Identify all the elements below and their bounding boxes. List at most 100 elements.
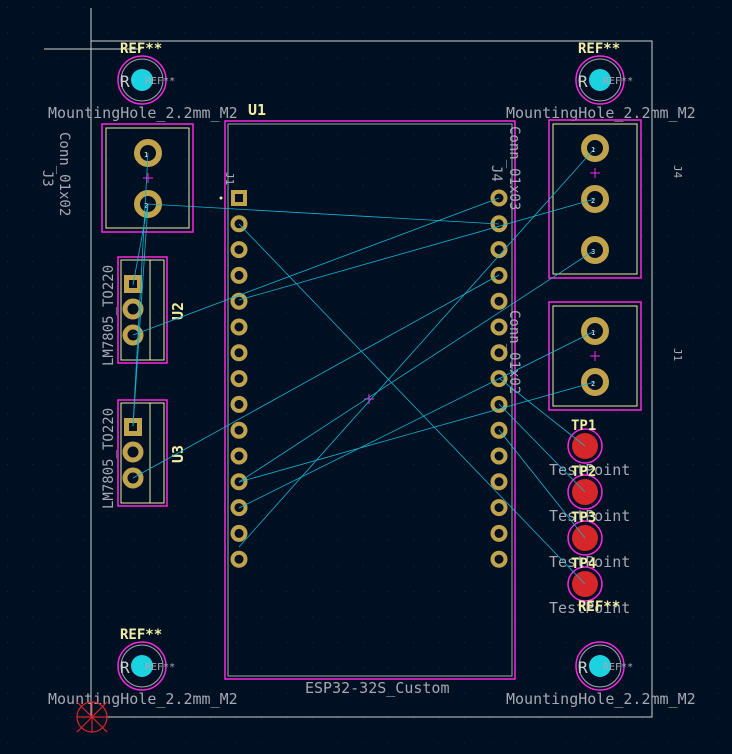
u3-pad-2[interactable] <box>122 441 144 463</box>
j3-pad-1[interactable] <box>134 139 162 167</box>
mounting-hole-ref: REF** <box>120 627 162 643</box>
j3-pad-number: 1 <box>144 151 148 159</box>
ratsnest-line <box>238 198 596 301</box>
u2-value: LM7805_TO220 <box>101 265 117 366</box>
mounting-hole-value: MountingHole_2.2mm_M2 <box>48 690 238 708</box>
j1-connector[interactable]: 1 2 Conn_01x02 J1 <box>506 301 684 411</box>
u1-pad[interactable] <box>230 215 248 233</box>
testpoint-tp3[interactable]: TP3 TestPoint <box>549 510 630 571</box>
mounting-hole-top-left[interactable]: R REF** REF** MountingHole_2.2mm_M2 <box>48 41 238 122</box>
ratsnest-line <box>498 429 586 539</box>
ratsnest-lines <box>132 147 596 585</box>
ratsnest-line <box>238 147 596 548</box>
u1-pad[interactable] <box>490 421 508 439</box>
ratsnest-line <box>498 403 586 493</box>
u1-pad[interactable] <box>490 447 508 465</box>
tp2-ref: TP2 <box>571 464 596 480</box>
u1-pad[interactable] <box>490 473 508 491</box>
u1-pin1-label: J1 <box>223 172 236 185</box>
j1-fab-outline <box>552 305 638 407</box>
u1-pad[interactable] <box>230 344 248 362</box>
mounting-hole-top-right[interactable]: R REF** REF** MountingHole_2.2mm_M2 <box>506 41 696 122</box>
j1-courtyard <box>548 301 642 411</box>
j1-pad-number: 1 <box>591 329 595 337</box>
j1-pad-1[interactable] <box>581 317 609 345</box>
tp4-value: TestPoint <box>549 599 630 617</box>
u1-pad[interactable] <box>490 370 508 388</box>
board-outline <box>90 40 653 718</box>
ratsnest-line <box>132 203 149 427</box>
j4-pad-2[interactable] <box>581 185 609 213</box>
j3-value: Conn_01x02 <box>56 132 72 216</box>
tp3-ref: TP3 <box>571 510 596 526</box>
u1-pad[interactable] <box>230 550 248 568</box>
u1-pad[interactable] <box>230 447 248 465</box>
u1-pad[interactable] <box>490 344 508 362</box>
mounting-hole-value: MountingHole_2.2mm_M2 <box>48 104 238 122</box>
u1-right-pads <box>490 189 508 568</box>
j4-pad-1[interactable] <box>581 134 609 162</box>
u1-pad[interactable] <box>490 550 508 568</box>
ratsnest-line <box>132 274 500 479</box>
testpoint-tp4[interactable]: TP4 TestPoint REF** <box>549 556 630 617</box>
u1-pad[interactable] <box>230 292 248 310</box>
ratsnest-line <box>498 377 586 447</box>
j3-courtyard <box>101 123 194 233</box>
u1-pad[interactable] <box>230 421 248 439</box>
u1-pad[interactable] <box>230 473 248 491</box>
mounting-hole-ref-fab: REF** <box>603 76 633 87</box>
j4-pad-3[interactable] <box>581 236 609 264</box>
j4-value: Conn_01x03 <box>506 126 522 210</box>
u1-pad[interactable] <box>490 266 508 284</box>
u1-pad[interactable] <box>490 395 508 413</box>
u1-value: ESP32-32S_Custom <box>305 679 450 697</box>
mounting-hole-value: MountingHole_2.2mm_M2 <box>506 690 696 708</box>
u1-pad[interactable] <box>490 499 508 517</box>
u2-pad-3[interactable] <box>122 324 144 346</box>
u1-pad[interactable] <box>490 189 508 207</box>
u1-pad-drill <box>235 194 243 202</box>
mounting-hole-pad-label: R <box>578 72 588 91</box>
j3-connector[interactable]: 1 2 Conn_01x02 J3 <box>39 123 194 233</box>
u1-pad[interactable] <box>230 395 248 413</box>
u3-fab-outline <box>120 402 165 504</box>
u1-pad[interactable] <box>230 499 248 517</box>
mounting-hole-ref-fab: REF** <box>603 662 633 673</box>
j3-pad-2[interactable] <box>134 190 162 218</box>
j3-center-cross <box>143 173 153 183</box>
mounting-hole-bottom-left[interactable]: R REF** REF** MountingHole_2.2mm_M2 <box>48 627 238 708</box>
u1-pad[interactable] <box>490 318 508 336</box>
j1-pad-2[interactable] <box>581 368 609 396</box>
u1-pad[interactable] <box>230 318 248 336</box>
mounting-hole-ref: REF** <box>120 41 162 57</box>
drill-origin-marker <box>76 701 108 733</box>
u1-pad[interactable] <box>490 524 508 542</box>
u1-footprint[interactable]: U1 ESP32-32S_Custom J1 J4 <box>219 101 516 697</box>
u1-pad[interactable] <box>230 241 248 259</box>
u3-value: LM7805_TO220 <box>101 408 117 509</box>
j4-fab-outline <box>552 123 638 275</box>
ratsnest-line <box>238 381 596 483</box>
u3-pad-1-drill <box>129 423 137 431</box>
j4-ref: J4 <box>671 165 684 179</box>
u1-right-col-label: J4 <box>488 165 504 182</box>
mounting-hole-bottom-right[interactable]: R REF** MountingHole_2.2mm_M2 <box>506 641 696 708</box>
u3-regulator[interactable]: U3 LM7805_TO220 <box>101 399 187 509</box>
j4-pad-number: 2 <box>591 197 595 205</box>
ratsnest-line <box>238 330 596 509</box>
mounting-hole-ref: REF** <box>578 41 620 57</box>
u1-pad[interactable] <box>230 266 248 284</box>
tp1-ref: TP1 <box>571 418 596 434</box>
ratsnest-line <box>238 249 596 483</box>
j4-center-cross <box>590 168 600 178</box>
j3-fab-outline <box>105 127 190 229</box>
ratsnest-line <box>132 203 149 286</box>
u2-ref: U2 <box>169 302 187 320</box>
u1-pad[interactable] <box>230 370 248 388</box>
u3-pad-3[interactable] <box>122 467 144 489</box>
u1-pad[interactable] <box>230 524 248 542</box>
u1-pad[interactable] <box>490 292 508 310</box>
j3-pad-number: 2 <box>144 202 148 210</box>
